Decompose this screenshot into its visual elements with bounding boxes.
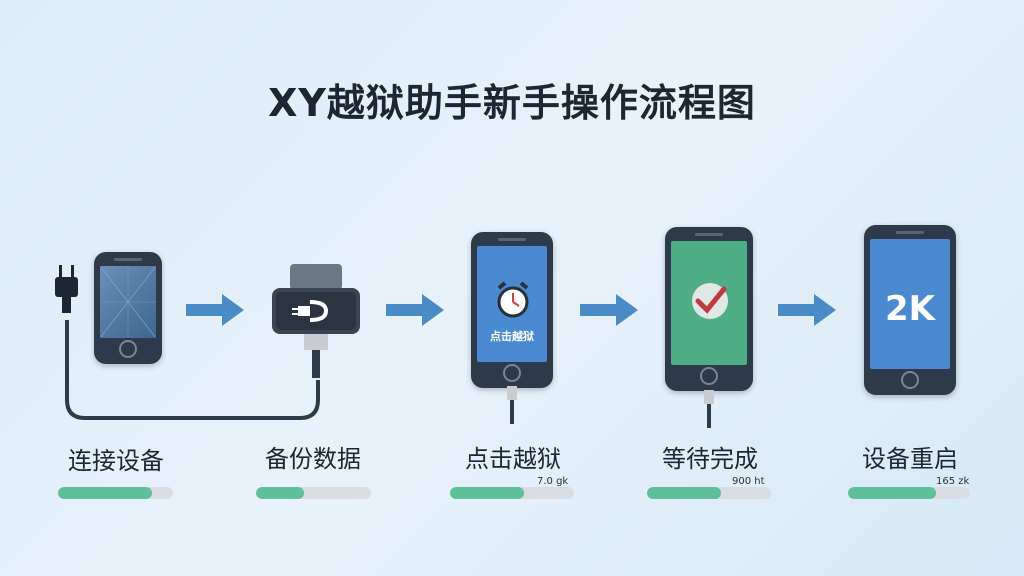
- arrow-right-icon: [580, 294, 638, 326]
- phone-screen: [100, 266, 156, 338]
- phone-connect: [94, 252, 162, 364]
- step-label-restart: 设备重启: [862, 445, 958, 473]
- speaker: [114, 258, 142, 261]
- progress-fill: [58, 487, 153, 499]
- step-stat: 165 zk: [936, 476, 970, 487]
- cable-icon: [704, 390, 714, 428]
- home-button: [700, 367, 718, 385]
- progress-bar: [647, 487, 771, 499]
- progress-fill: [647, 487, 722, 499]
- home-button: [901, 371, 919, 389]
- cable-icon: [65, 320, 320, 420]
- cable-icon: [507, 386, 517, 424]
- plug-icon: [55, 265, 78, 313]
- progress-fill: [256, 487, 305, 499]
- home-button: [503, 364, 521, 382]
- home-button: [119, 340, 137, 358]
- phone-screen: 点击越狱: [477, 246, 547, 362]
- step-stat: 900 ht: [732, 476, 765, 487]
- step-label-connect: 连接设备: [68, 447, 164, 475]
- phone-restart: 2K: [864, 225, 956, 395]
- speaker: [498, 238, 526, 241]
- screen-label: 点击越狱: [490, 330, 534, 343]
- speaker: [896, 231, 924, 234]
- progress-bar: [848, 487, 970, 499]
- progress-fill: [848, 487, 936, 499]
- check-icon: [692, 283, 728, 319]
- usb-backup-icon: [272, 264, 360, 378]
- step-label-jailbreak: 点击越狱: [465, 445, 561, 473]
- progress-fill: [450, 487, 525, 499]
- page-title: XY越狱助手新手操作流程图: [268, 81, 756, 125]
- phone-jailbreak: 点击越狱: [471, 232, 553, 388]
- phone-wait: [665, 227, 753, 391]
- progress-bar: [450, 487, 574, 499]
- arrow-right-icon: [186, 294, 244, 326]
- progress-bar: [58, 487, 173, 499]
- screen-label: 2K: [884, 289, 935, 329]
- phone-screen: [671, 241, 747, 365]
- progress-bar: [256, 487, 371, 499]
- phone-screen: 2K: [870, 239, 950, 369]
- arrow-right-icon: [386, 294, 444, 326]
- screen-pattern-icon: [100, 266, 156, 338]
- alarm-clock-icon: [497, 281, 529, 318]
- arrow-right-icon: [778, 294, 836, 326]
- speaker: [695, 233, 723, 236]
- step-label-wait: 等待完成: [662, 445, 758, 473]
- step-stat: 7.0 gk: [537, 476, 569, 487]
- step-label-backup: 备份数据: [265, 445, 361, 473]
